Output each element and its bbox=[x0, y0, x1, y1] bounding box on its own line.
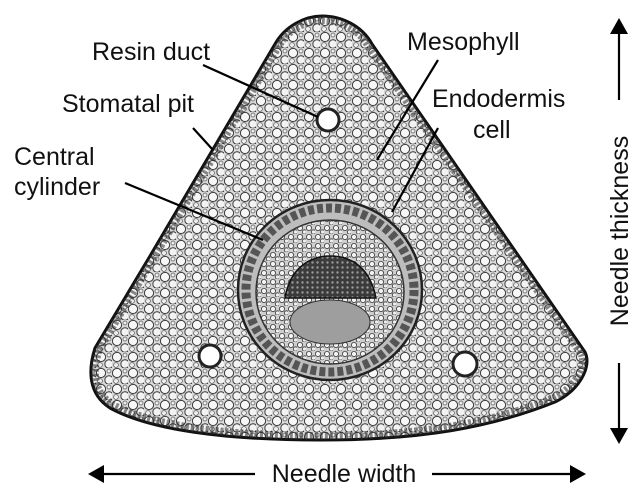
needle-thickness-indicator: Needle thickness bbox=[606, 18, 633, 444]
vascular-bundle-phloem bbox=[290, 300, 370, 344]
thickness-arrowhead-up-icon bbox=[610, 18, 628, 34]
resin-duct-top bbox=[317, 109, 339, 131]
width-arrowhead-right-icon bbox=[570, 465, 586, 483]
resin-duct-right bbox=[453, 352, 477, 376]
label-endodermis-1: Endodermis bbox=[432, 85, 565, 113]
label-resin-duct: Resin duct bbox=[92, 38, 210, 66]
needle-width-indicator: Needle width bbox=[88, 460, 586, 484]
label-central-cylinder-1: Central bbox=[14, 143, 95, 171]
label-stomatal-pit: Stomatal pit bbox=[62, 90, 194, 118]
label-central-cylinder-2: cylinder bbox=[14, 173, 100, 201]
stomatal-pit-leader bbox=[193, 128, 213, 150]
label-endodermis-2: cell bbox=[473, 116, 511, 144]
needle-cross-section bbox=[91, 16, 587, 440]
label-needle-thickness: Needle thickness bbox=[606, 136, 633, 326]
thickness-arrowhead-down-icon bbox=[610, 428, 628, 444]
label-needle-width: Needle width bbox=[272, 460, 417, 484]
resin-duct-left bbox=[199, 345, 221, 367]
width-arrowhead-left-icon bbox=[88, 465, 104, 483]
label-mesophyll: Mesophyll bbox=[407, 28, 520, 56]
